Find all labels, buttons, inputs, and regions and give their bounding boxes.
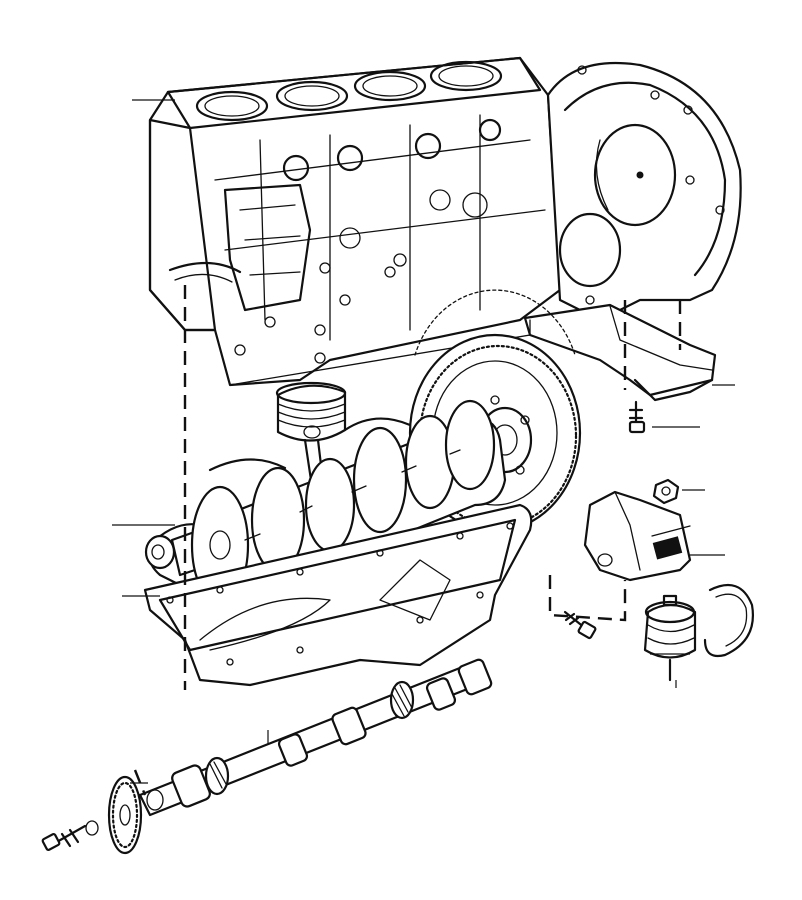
clip-icon	[703, 583, 754, 658]
washer-icon	[85, 820, 99, 836]
camshaft[interactable]	[138, 658, 493, 817]
nut-icon	[652, 478, 680, 505]
mount-bracket-upper[interactable]	[523, 303, 717, 402]
rubber-mount[interactable]	[643, 594, 697, 682]
oil-pan-bolts	[166, 522, 514, 666]
heat-shield[interactable]	[548, 575, 627, 622]
bolt-icon	[41, 824, 87, 851]
bolt-icon	[563, 610, 597, 640]
timing-cover[interactable]	[546, 61, 742, 322]
callout-leaders	[112, 99, 735, 784]
alignment-lines	[133, 285, 682, 796]
oil-pan[interactable]	[143, 503, 533, 687]
bolt-icon	[628, 400, 646, 434]
engine-block[interactable]	[148, 56, 622, 387]
engine-mount-bracket[interactable]	[583, 490, 692, 582]
cylinder-bore	[195, 60, 503, 122]
camshaft-gear[interactable]	[107, 775, 143, 855]
